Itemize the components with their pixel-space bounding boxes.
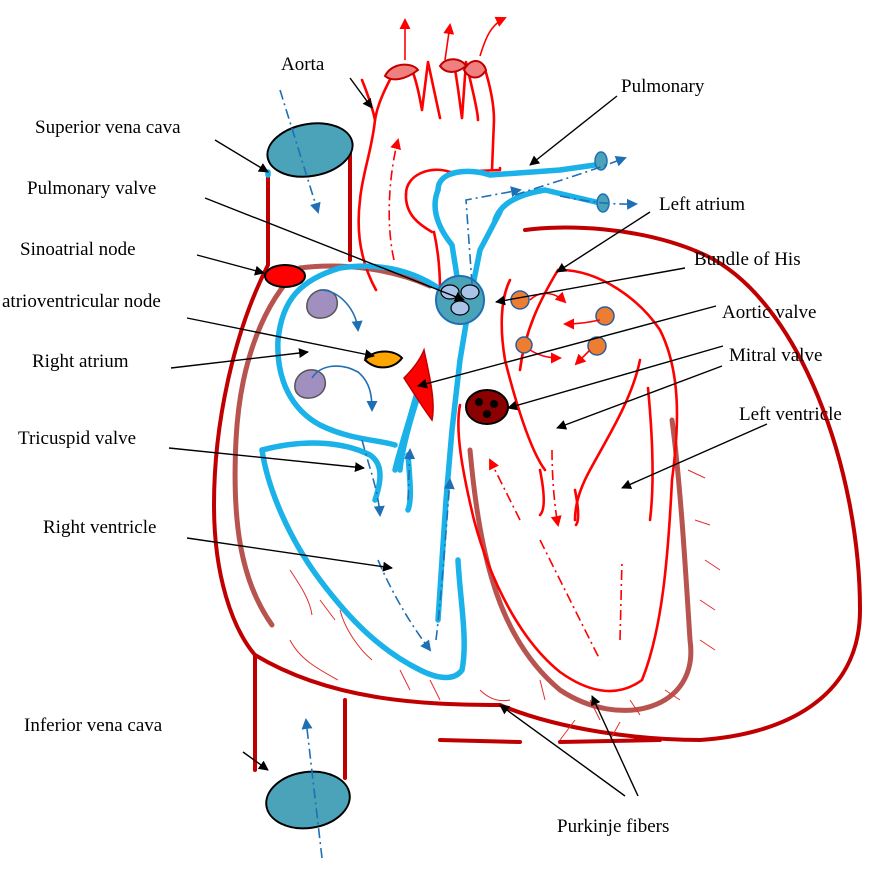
sinoatrial-node xyxy=(265,265,305,287)
purkinje-fibers xyxy=(290,470,720,740)
label-bundle-of-his: Bundle of His xyxy=(694,249,801,270)
vessel-openings xyxy=(263,117,609,834)
heart-outer-wall xyxy=(214,150,860,778)
pulmonary-valve xyxy=(436,276,484,324)
superior-vena-cava-opening xyxy=(263,117,357,183)
bundle-of-his xyxy=(404,350,433,420)
atrioventricular-node xyxy=(365,352,402,368)
label-aortic-valve: Aortic valve xyxy=(722,302,816,323)
label-right-ventricle: Right ventricle xyxy=(43,517,156,538)
left-heart-walls xyxy=(458,270,677,691)
label-atrioventricular-node: atrioventricular node xyxy=(2,291,161,312)
label-right-atrium: Right atrium xyxy=(32,351,129,372)
label-pulmonary-valve: Pulmonary valve xyxy=(27,178,156,199)
label-tricuspid-valve: Tricuspid valve xyxy=(18,428,136,449)
label-inferior-vena-cava: Inferior vena cava xyxy=(24,715,163,736)
label-purkinje-fibers: Purkinje fibers xyxy=(557,816,669,837)
label-pulmonary: Pulmonary xyxy=(621,76,705,97)
label-left-atrium: Left atrium xyxy=(659,194,745,215)
label-sinoatrial-node: Sinoatrial node xyxy=(20,239,136,260)
right-heart-walls xyxy=(262,165,600,678)
aortic-valve xyxy=(466,390,508,424)
label-superior-vena-cava: Superior vena cava xyxy=(35,117,181,138)
label-aorta: Aorta xyxy=(281,54,325,75)
label-mitral-valve: Mitral valve xyxy=(729,345,822,366)
label-left-ventricle: Left ventricle xyxy=(739,404,842,425)
inferior-vena-cava-opening xyxy=(263,766,354,833)
